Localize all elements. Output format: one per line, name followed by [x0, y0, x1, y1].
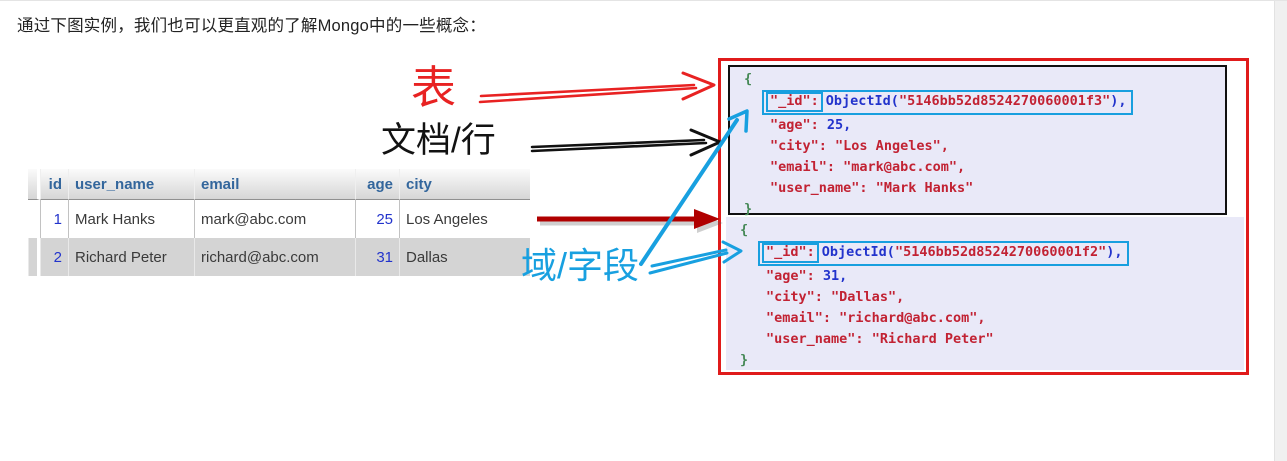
label-table: 表	[411, 62, 457, 113]
json-id-line: "_id":ObjectId("5146bb52d8524270060001f3…	[730, 90, 1225, 115]
column-header-user_name: user_name	[68, 169, 194, 200]
json-open-brace: {	[744, 71, 753, 87]
json-close-brace: }	[740, 352, 749, 368]
cell-city: Los Angeles	[399, 200, 530, 238]
json-key: "user_name":	[770, 180, 868, 196]
column-header-id: id	[40, 169, 68, 200]
json-field-line: "age": 31,	[726, 266, 1244, 287]
json-value: "Mark Hanks"	[875, 180, 974, 196]
json-key: "user_name":	[766, 331, 864, 347]
json-value: 25,	[826, 117, 852, 133]
column-header-age: age	[355, 169, 399, 200]
json-key: "city":	[770, 138, 827, 154]
label-field: 域/字段	[521, 245, 640, 286]
row-spacer	[28, 238, 40, 276]
json-field-line: "user_name": "Richard Peter"	[726, 329, 1244, 350]
json-field-line: "user_name": "Mark Hanks"	[730, 178, 1225, 199]
json-value: "Dallas",	[831, 289, 905, 305]
cell-user_name: Richard Peter	[68, 238, 194, 276]
json-objectid-open: ObjectId(	[825, 93, 899, 109]
json-value: "Los Angeles",	[835, 138, 949, 154]
cell-id: 2	[40, 238, 68, 276]
cell-email: richard@abc.com	[194, 238, 355, 276]
json-key: "email":	[766, 310, 832, 326]
json-value: 31,	[822, 268, 848, 284]
json-objectid-value: "5146bb52d8524270060001f3"	[898, 93, 1111, 109]
field-highlight-box: "_id":ObjectId("5146bb52d8524270060001f2…	[758, 241, 1129, 266]
json-field-line: "city": "Dallas",	[726, 287, 1244, 308]
column-header-city: city	[399, 169, 530, 200]
json-close-brace: }	[744, 201, 753, 217]
json-objectid-value: "5146bb52d8524270060001f2"	[894, 244, 1107, 260]
cell-city: Dallas	[399, 238, 530, 276]
cell-user_name: Mark Hanks	[68, 200, 194, 238]
table-corner-spacer	[28, 169, 40, 200]
intro-text: 通过下图实例，我们也可以更直观的了解Mongo中的一些概念：	[17, 17, 486, 35]
label-document-row: 文档/行	[381, 121, 496, 160]
json-id-key: "_id":	[762, 243, 819, 263]
json-key: "city":	[766, 289, 823, 305]
json-id-key: "_id":	[766, 92, 823, 112]
json-objectid-open: ObjectId(	[821, 244, 895, 260]
json-objectid-close: ),	[1110, 93, 1127, 109]
json-field-line: "age": 25,	[730, 115, 1225, 136]
field-highlight-box: "_id":ObjectId("5146bb52d8524270060001f3…	[762, 90, 1133, 115]
cell-age: 31	[355, 238, 399, 276]
json-objectid-close: ),	[1106, 244, 1123, 260]
json-value: "richard@abc.com",	[839, 310, 986, 326]
json-key: "age":	[770, 117, 819, 133]
cell-age: 25	[355, 200, 399, 238]
json-open-brace: {	[740, 222, 749, 238]
json-field-line: "email": "mark@abc.com",	[730, 157, 1225, 178]
cell-id: 1	[40, 200, 68, 238]
row-spacer	[28, 200, 40, 238]
document-arrow	[530, 128, 722, 157]
table-arrow	[478, 71, 716, 104]
documents-panel: {"_id":ObjectId("5146bb52d8524270060001f…	[718, 58, 1249, 375]
json-key: "email":	[770, 159, 836, 175]
json-field-line: "city": "Los Angeles",	[730, 136, 1225, 157]
scrollbar-track	[1274, 1, 1287, 461]
column-header-email: email	[194, 169, 355, 200]
cell-email: mark@abc.com	[194, 200, 355, 238]
mongo-document-2: { "_id":ObjectId("5146bb52d8524270060001f…	[726, 217, 1244, 370]
json-id-line: "_id":ObjectId("5146bb52d8524270060001f2…	[726, 241, 1244, 266]
json-key: "age":	[766, 268, 815, 284]
mongo-document-1: { "_id":ObjectId("5146bb52d8524270060001f…	[728, 65, 1227, 217]
json-value: "Richard Peter"	[871, 331, 994, 347]
json-value: "mark@abc.com",	[843, 159, 966, 175]
json-field-line: "email": "richard@abc.com",	[726, 308, 1244, 329]
row-arrow	[537, 209, 723, 233]
